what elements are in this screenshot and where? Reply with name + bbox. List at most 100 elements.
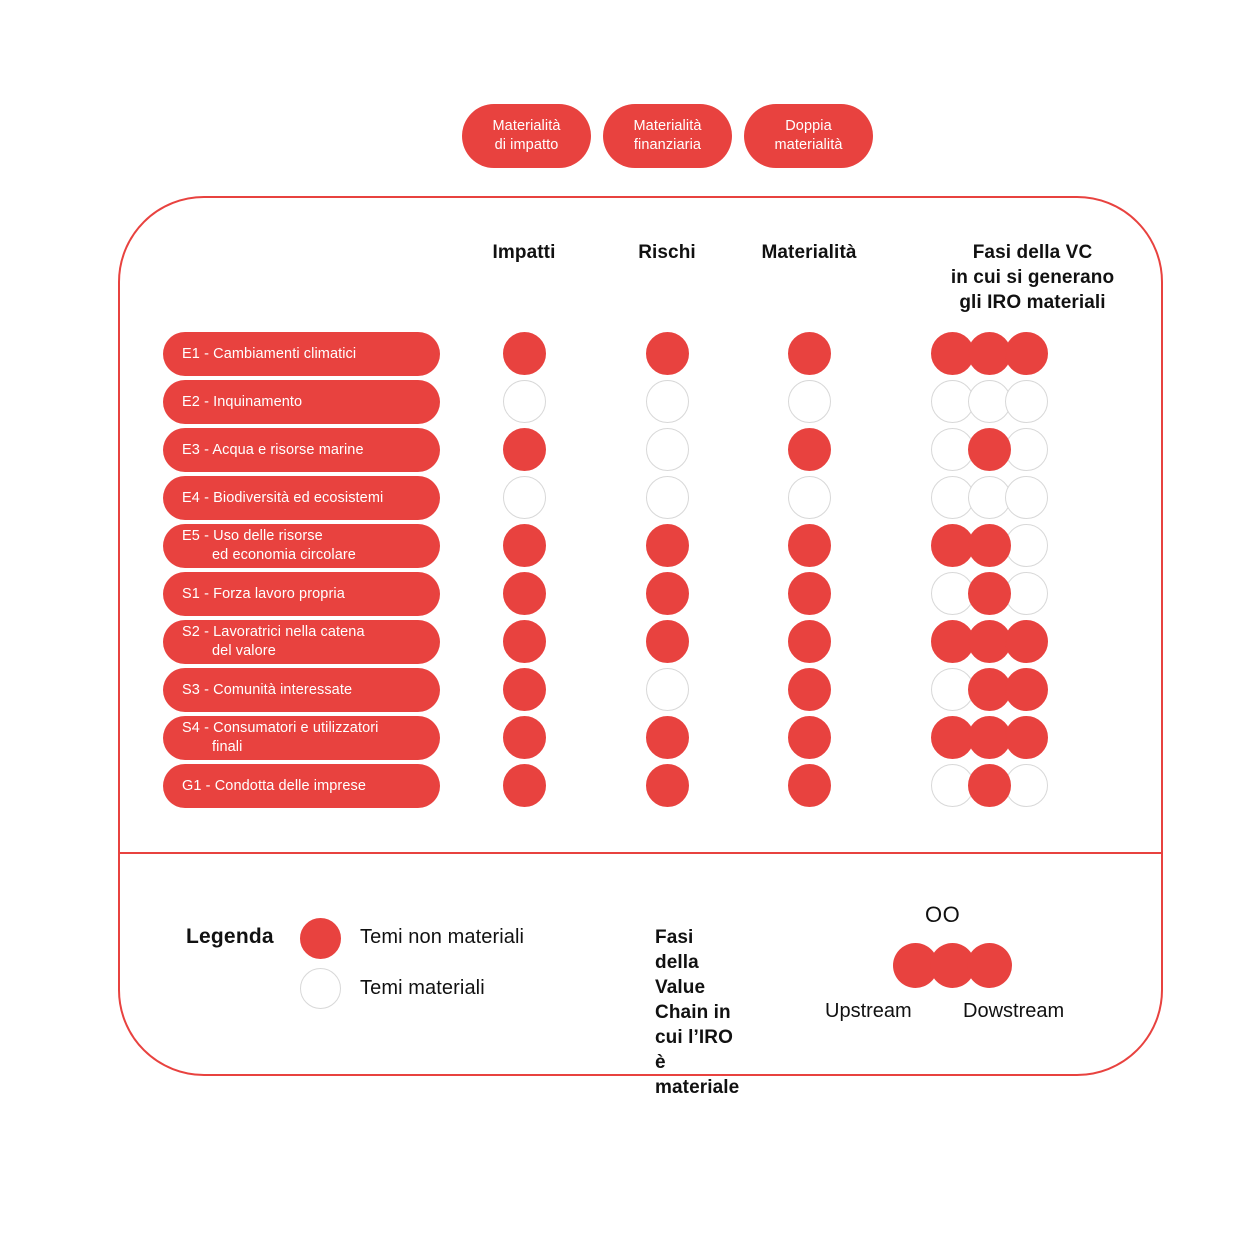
matrix-row-s3: S3 - Comunità interessate <box>0 668 1250 716</box>
cell-dot-e3-vc-own-operations[interactable] <box>968 428 1011 471</box>
cell-dot-e2-impatti[interactable] <box>503 380 546 423</box>
cell-dot-e4-impatti[interactable] <box>503 476 546 519</box>
cell-dot-g1-materialita[interactable] <box>788 764 831 807</box>
cell-dot-g1-impatti[interactable] <box>503 764 546 807</box>
tab-doppia-materialita[interactable]: Doppia materialità <box>744 104 873 168</box>
column-header-materialita: Materialità <box>761 242 857 263</box>
cell-dot-e5-vc-upstream[interactable] <box>931 524 974 567</box>
cell-dot-s4-impatti[interactable] <box>503 716 546 759</box>
cell-dot-g1-rischi[interactable] <box>646 764 689 807</box>
cell-dot-e1-impatti[interactable] <box>503 332 546 375</box>
cell-dot-e4-vc-downstream[interactable] <box>1005 476 1048 519</box>
legend-vc-title-line3: è materiale <box>655 1052 740 1098</box>
tab-materialita-di-impatto[interactable]: Materialità di impatto <box>462 104 591 168</box>
matrix-row-e3: E3 - Acqua e risorse marine <box>0 428 1250 476</box>
legend-vc-downstream-dot-icon <box>967 943 1012 988</box>
tab-materialita-finanziaria[interactable]: Materialità finanziaria <box>603 104 732 168</box>
cell-dot-e3-impatti[interactable] <box>503 428 546 471</box>
cell-dot-e4-vc-upstream[interactable] <box>931 476 974 519</box>
matrix-row-s2: S2 - Lavoratrici nella catena del valore <box>0 620 1250 668</box>
matrix-row-s1: S1 - Forza lavoro propria <box>0 572 1250 620</box>
cell-dot-e3-rischi[interactable] <box>646 428 689 471</box>
cell-dot-s4-vc-downstream[interactable] <box>1005 716 1048 759</box>
cell-dot-s1-vc-downstream[interactable] <box>1005 572 1048 615</box>
row-label-pill-e4[interactable]: E4 - Biodiversità ed ecosistemi <box>163 476 440 520</box>
cell-dot-e5-rischi[interactable] <box>646 524 689 567</box>
column-header-fasi-vc: Fasi della VC in cui si generano gli IRO… <box>895 240 1170 315</box>
cell-dot-s1-materialita[interactable] <box>788 572 831 615</box>
cell-dot-e5-vc-own-operations[interactable] <box>968 524 1011 567</box>
materiality-tab-bar: Materialità di impatto Materialità finan… <box>462 104 873 168</box>
row-label-line2: ed economia circolare <box>212 547 356 563</box>
cell-dot-s3-impatti[interactable] <box>503 668 546 711</box>
cell-dot-s2-impatti[interactable] <box>503 620 546 663</box>
matrix-row-e2: E2 - Inquinamento <box>0 380 1250 428</box>
legend-vc-upstream-label: Upstream <box>825 1000 912 1022</box>
cell-dot-g1-vc-upstream[interactable] <box>931 764 974 807</box>
cell-dot-s3-vc-downstream[interactable] <box>1005 668 1048 711</box>
tab-label-line2: finanziaria <box>633 137 702 153</box>
cell-dot-e2-materialita[interactable] <box>788 380 831 423</box>
cell-dot-e5-vc-downstream[interactable] <box>1005 524 1048 567</box>
cell-dot-e4-materialita[interactable] <box>788 476 831 519</box>
cell-dot-s4-rischi[interactable] <box>646 716 689 759</box>
row-label-pill-g1[interactable]: G1 - Condotta delle imprese <box>163 764 440 808</box>
row-label-pill-s3[interactable]: S3 - Comunità interessate <box>163 668 440 712</box>
legend-dot-filled-icon <box>300 918 341 959</box>
cell-dot-s1-vc-own-operations[interactable] <box>968 572 1011 615</box>
cell-dot-s3-vc-upstream[interactable] <box>931 668 974 711</box>
cell-dot-e3-materialita[interactable] <box>788 428 831 471</box>
legend-vc-own-operations-label: OO <box>925 902 961 927</box>
cell-dot-e5-materialita[interactable] <box>788 524 831 567</box>
row-label-pill-e3[interactable]: E3 - Acqua e risorse marine <box>163 428 440 472</box>
row-label-line1: S4 - Consumatori e utilizzatori <box>182 720 379 736</box>
cell-dot-e1-vc-downstream[interactable] <box>1005 332 1048 375</box>
cell-dot-g1-vc-own-operations[interactable] <box>968 764 1011 807</box>
row-label-line1: S3 - Comunità interessate <box>182 681 353 698</box>
tab-label-line2: materialità <box>774 137 843 153</box>
cell-dot-s2-materialita[interactable] <box>788 620 831 663</box>
cell-dot-e1-rischi[interactable] <box>646 332 689 375</box>
cell-dot-s1-impatti[interactable] <box>503 572 546 615</box>
cell-dot-e1-vc-own-operations[interactable] <box>968 332 1011 375</box>
cell-dot-s2-vc-downstream[interactable] <box>1005 620 1048 663</box>
cell-dot-s2-vc-upstream[interactable] <box>931 620 974 663</box>
cell-dot-s1-rischi[interactable] <box>646 572 689 615</box>
cell-dot-s4-vc-own-operations[interactable] <box>968 716 1011 759</box>
cell-dot-e2-rischi[interactable] <box>646 380 689 423</box>
row-label-line1: E3 - Acqua e risorse marine <box>182 441 364 458</box>
column-header-vc-line3: gli IRO materiali <box>959 292 1106 313</box>
row-label-line1: G1 - Condotta delle imprese <box>182 777 367 794</box>
cell-dot-s4-materialita[interactable] <box>788 716 831 759</box>
row-label-line2: del valore <box>212 643 276 659</box>
matrix-row-e4: E4 - Biodiversità ed ecosistemi <box>0 476 1250 524</box>
cell-dot-e4-rischi[interactable] <box>646 476 689 519</box>
matrix-row-g1: G1 - Condotta delle imprese <box>0 764 1250 812</box>
cell-dot-e5-impatti[interactable] <box>503 524 546 567</box>
legend-label-temi-materiali: Temi materiali <box>360 977 485 999</box>
cell-dot-g1-vc-downstream[interactable] <box>1005 764 1048 807</box>
row-label-pill-s2[interactable]: S2 - Lavoratrici nella catena del valore <box>163 620 440 664</box>
tab-label-line1: Materialità <box>633 118 702 134</box>
row-label-line1: E2 - Inquinamento <box>182 393 303 410</box>
row-label-pill-s1[interactable]: S1 - Forza lavoro propria <box>163 572 440 616</box>
cell-dot-e3-vc-downstream[interactable] <box>1005 428 1048 471</box>
row-label-line1: S2 - Lavoratrici nella catena <box>182 624 365 640</box>
cell-dot-e2-vc-upstream[interactable] <box>931 380 974 423</box>
cell-dot-s2-rischi[interactable] <box>646 620 689 663</box>
column-header-rischi: Rischi <box>638 242 696 263</box>
cell-dot-s3-rischi[interactable] <box>646 668 689 711</box>
cell-dot-s3-materialita[interactable] <box>788 668 831 711</box>
cell-dot-e3-vc-upstream[interactable] <box>931 428 974 471</box>
tab-label-line1: Materialità <box>492 118 561 134</box>
cell-dot-e1-vc-upstream[interactable] <box>931 332 974 375</box>
row-label-pill-e1[interactable]: E1 - Cambiamenti climatici <box>163 332 440 376</box>
cell-dot-e2-vc-downstream[interactable] <box>1005 380 1048 423</box>
cell-dot-e1-materialita[interactable] <box>788 332 831 375</box>
row-label-line1: S1 - Forza lavoro propria <box>182 585 345 602</box>
cell-dot-s3-vc-own-operations[interactable] <box>968 668 1011 711</box>
cell-dot-e4-vc-own-operations[interactable] <box>968 476 1011 519</box>
row-label-pill-e2[interactable]: E2 - Inquinamento <box>163 380 440 424</box>
